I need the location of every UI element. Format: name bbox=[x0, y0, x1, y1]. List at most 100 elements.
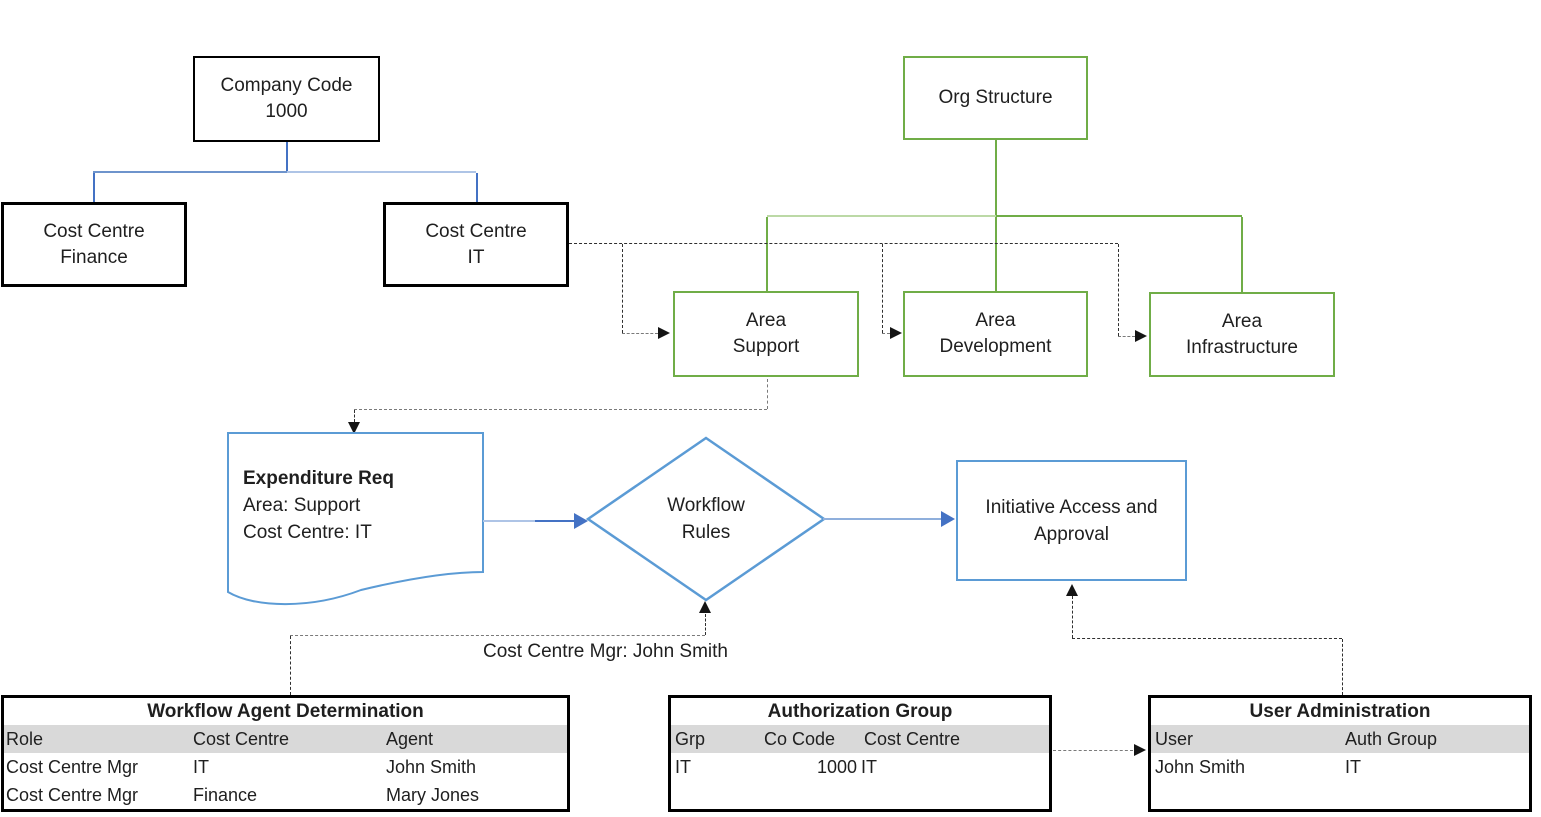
dashed-it-to-areas-horizontal bbox=[569, 243, 1118, 244]
dashed-useradmin-riser bbox=[1342, 639, 1343, 695]
label-cost-centre-mgr: Cost Centre Mgr: John Smith bbox=[483, 641, 728, 662]
connector-finance-drop bbox=[93, 173, 95, 202]
table-header-auth-group: Auth Group bbox=[1345, 729, 1438, 749]
node-initiative-access-approval: Initiative Access and Approval bbox=[956, 460, 1187, 581]
document-shape bbox=[227, 432, 484, 606]
arrowhead-into-area-support-icon bbox=[658, 327, 670, 339]
connector-it-drop bbox=[476, 173, 478, 202]
table-row: John Smith IT bbox=[1151, 753, 1529, 781]
arrowhead-into-area-infrastructure-icon bbox=[1135, 330, 1147, 342]
node-label: Development bbox=[939, 336, 1052, 357]
node-label: Support bbox=[732, 336, 800, 357]
decision-label: Rules bbox=[681, 522, 731, 543]
node-expenditure-req-document: Expenditure Req Area: Support Cost Centr… bbox=[243, 465, 394, 546]
node-label: Company Code bbox=[220, 75, 353, 96]
table-row-empty bbox=[671, 781, 1049, 809]
table-row: Cost Centre Mgr IT John Smith bbox=[4, 753, 567, 781]
table-cell-cost-centre: IT bbox=[861, 757, 877, 777]
node-label: Org Structure bbox=[938, 87, 1053, 108]
dashed-it-support-stub bbox=[622, 333, 658, 334]
node-label: Cost Centre bbox=[43, 220, 145, 242]
table-authorization-group: Authorization Group Grp Co Code Cost Cen… bbox=[668, 695, 1052, 812]
dashed-it-infrastructure-drop bbox=[1118, 244, 1119, 336]
document-line: Area: Support bbox=[243, 495, 361, 516]
arrowhead-into-diamond-icon bbox=[574, 513, 588, 529]
dashed-diamond-riser bbox=[705, 614, 706, 635]
table-header-role: Role bbox=[6, 729, 44, 749]
dashed-useradmin-to-initiative-horizontal bbox=[1072, 638, 1342, 639]
node-workflow-rules-decision: Workflow Rules bbox=[616, 478, 796, 560]
connector-support-drop bbox=[766, 217, 768, 291]
node-label: IT bbox=[467, 246, 485, 268]
arrowhead-into-initiative-bottom-icon bbox=[1066, 584, 1078, 596]
table-header-cost-centre: Cost Centre bbox=[193, 729, 290, 749]
node-label: Infrastructure bbox=[1186, 336, 1298, 358]
node-cost-centre-it: Cost Centre IT bbox=[383, 202, 569, 287]
table-cell-co-code: 1000 bbox=[816, 757, 857, 777]
node-cost-centre-finance: Cost Centre Finance bbox=[1, 202, 187, 287]
node-label: 1000 bbox=[265, 101, 308, 122]
arrowhead-into-diamond-bottom-icon bbox=[699, 601, 711, 613]
dashed-support-down bbox=[767, 379, 768, 409]
dashed-agent-table-riser bbox=[290, 636, 291, 695]
table-workflow-agent-determination: Workflow Agent Determination Role Cost C… bbox=[1, 695, 570, 812]
flow-doc-to-diamond-line bbox=[535, 520, 574, 522]
table-header-row: Role Cost Centre Agent bbox=[4, 725, 567, 753]
dashed-it-support-drop bbox=[622, 244, 623, 333]
table-cell-role: Cost Centre Mgr bbox=[6, 757, 139, 777]
node-company-code: Company Code 1000 bbox=[193, 56, 380, 142]
node-label: Approval bbox=[1034, 523, 1109, 545]
table-cell-grp: IT bbox=[675, 757, 691, 777]
table-cell-agent: Mary Jones bbox=[386, 785, 480, 805]
node-label: Initiative Access and bbox=[985, 496, 1158, 518]
dashed-it-development-drop bbox=[882, 244, 883, 333]
document-line: Cost Centre: IT bbox=[243, 522, 372, 543]
table-cell-auth-group: IT bbox=[1345, 757, 1361, 777]
dashed-it-development-stub bbox=[882, 333, 890, 334]
table-row: IT 1000 IT bbox=[671, 753, 1049, 781]
connector-company-finance-horizontal bbox=[93, 171, 287, 173]
table-header-row: User Auth Group bbox=[1151, 725, 1529, 753]
dashed-it-infrastructure-stub bbox=[1118, 336, 1135, 337]
table-cell-user: John Smith bbox=[1155, 757, 1246, 777]
table-header-grp: Grp bbox=[675, 729, 706, 749]
node-label: Area bbox=[975, 310, 1016, 331]
table-row-empty bbox=[1151, 781, 1529, 809]
connector-org-support-horizontal bbox=[767, 215, 996, 217]
arrowhead-into-initiative-icon bbox=[941, 511, 955, 527]
table-title: User Administration bbox=[1249, 701, 1431, 722]
dashed-support-to-doc-horizontal bbox=[354, 409, 767, 410]
connector-company-it-horizontal bbox=[287, 171, 476, 173]
table-cell-cost-centre: Finance bbox=[193, 785, 258, 805]
table-header-agent: Agent bbox=[386, 729, 434, 749]
connector-org-infrastructure-horizontal bbox=[996, 215, 1242, 217]
table-title: Authorization Group bbox=[767, 701, 953, 722]
node-label: Finance bbox=[60, 246, 128, 268]
arrowhead-into-area-development-icon bbox=[890, 327, 902, 339]
node-area-infrastructure: Area Infrastructure bbox=[1149, 292, 1335, 377]
dashed-doc-drop bbox=[354, 410, 355, 422]
node-area-development: Area Development bbox=[903, 291, 1088, 377]
table-cell-cost-centre: IT bbox=[193, 757, 209, 777]
table-header-row: Grp Co Code Cost Centre bbox=[671, 725, 1049, 753]
table-title: Workflow Agent Determination bbox=[147, 701, 424, 722]
table-header-cost-centre: Cost Centre bbox=[864, 729, 961, 749]
dashed-agent-to-diamond-horizontal bbox=[290, 635, 705, 636]
node-label: Area bbox=[1221, 310, 1263, 332]
table-cell-role: Cost Centre Mgr bbox=[6, 785, 139, 805]
dashed-authgroup-to-useradmin bbox=[1053, 750, 1133, 751]
flow-doc-to-diamond-line-light bbox=[483, 520, 535, 522]
document-title: Expenditure Req bbox=[243, 468, 394, 489]
decision-label: Workflow bbox=[667, 495, 745, 516]
table-row: Cost Centre Mgr Finance Mary Jones bbox=[4, 781, 567, 809]
flow-diamond-to-initiative-line bbox=[823, 518, 941, 520]
dashed-initiative-riser bbox=[1072, 596, 1073, 638]
connector-infrastructure-drop bbox=[1241, 217, 1243, 292]
connector-company-stem bbox=[286, 142, 288, 172]
arrowhead-into-useradmin-icon bbox=[1134, 744, 1146, 756]
node-org-structure: Org Structure bbox=[903, 56, 1088, 140]
table-header-co-code: Co Code bbox=[764, 729, 836, 749]
arrowhead-into-document-icon bbox=[348, 422, 360, 434]
table-user-administration: User Administration User Auth Group John… bbox=[1148, 695, 1532, 812]
